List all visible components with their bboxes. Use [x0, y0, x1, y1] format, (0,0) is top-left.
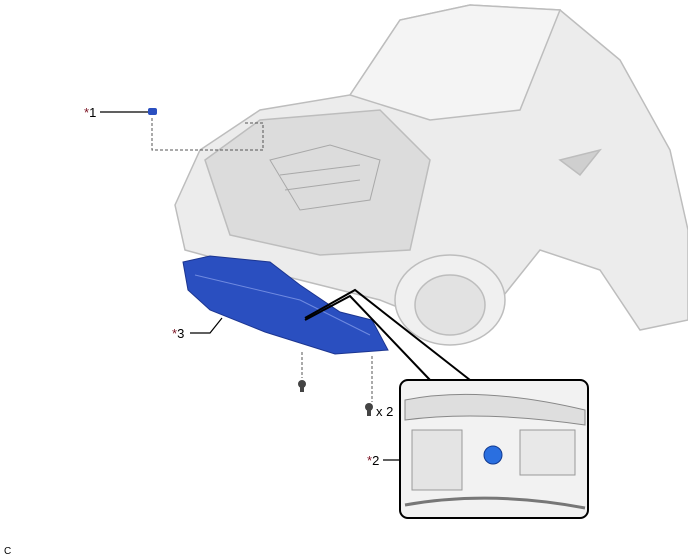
- label-part1: *1: [84, 106, 96, 119]
- clip-part2: [483, 445, 503, 465]
- label-star: *: [84, 105, 90, 120]
- label-star: *: [172, 326, 178, 341]
- callout-lines: [304, 288, 471, 381]
- label-number: 3: [177, 326, 185, 341]
- label-number: 2: [372, 453, 380, 468]
- label-part3: *3: [172, 327, 184, 340]
- engine-cover-detail: [269, 144, 381, 211]
- car-body: [174, 4, 688, 346]
- label-star: *: [367, 453, 373, 468]
- screw-icon: [365, 403, 373, 416]
- bolt-icon: [298, 380, 306, 392]
- label-part2: *2: [367, 454, 379, 467]
- label-number: 1: [89, 105, 97, 120]
- figure-code: C: [4, 546, 12, 557]
- detail-inset: [399, 379, 589, 519]
- cover-ridge: [194, 274, 371, 336]
- dashed-lines: [151, 118, 373, 402]
- quantity-label: x 2: [376, 404, 394, 419]
- engine-undercover: [182, 255, 389, 355]
- clip-part1: [148, 108, 157, 115]
